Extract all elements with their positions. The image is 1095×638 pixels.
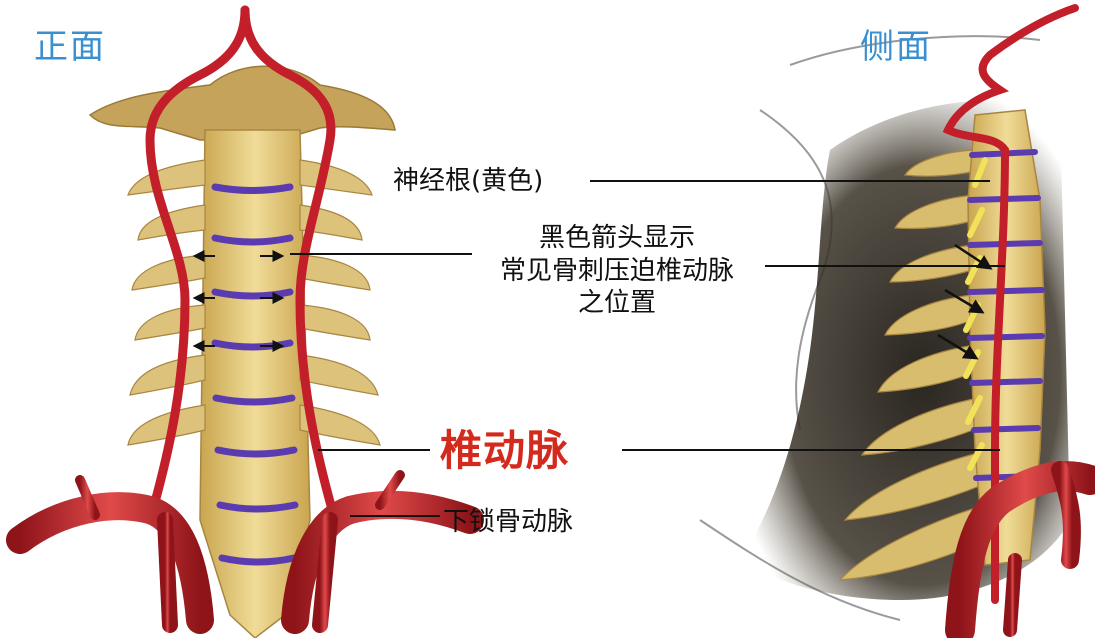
arrow-note-label: 黑色箭头显示 常见骨刺压迫椎动脉 之位置 [462, 222, 772, 320]
arrow-note-line-1: 黑色箭头显示 [462, 222, 772, 255]
subclavian-artery-label: 下锁骨动脉 [443, 506, 573, 539]
arrow-note-line-3: 之位置 [462, 287, 772, 320]
skull-base [90, 66, 395, 140]
front-view [20, 10, 470, 638]
vertebral-artery-label: 椎动脉 [440, 425, 569, 478]
front-view-title: 正面 [34, 30, 106, 64]
nerve-root-label: 神经根(黄色) [393, 165, 543, 198]
arrow-note-line-2: 常见骨刺压迫椎动脉 [462, 255, 772, 288]
side-view-title: 侧面 [860, 30, 932, 64]
